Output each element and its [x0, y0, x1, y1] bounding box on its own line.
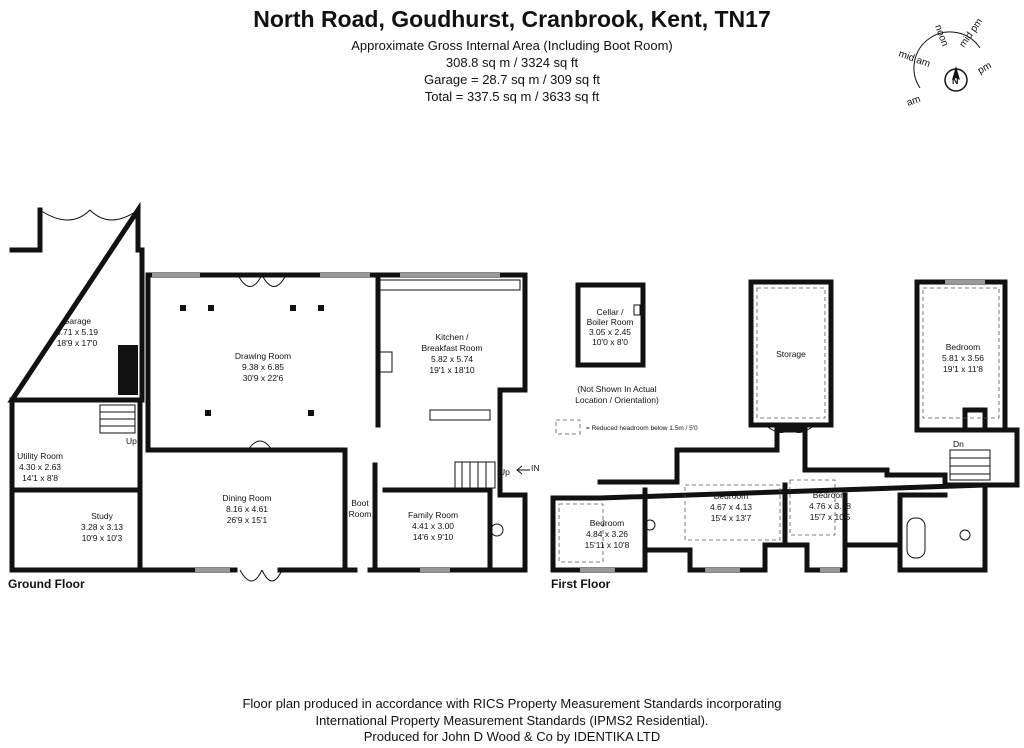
cellar-note-2: Location / Orientation)	[575, 395, 659, 405]
stairs-icon	[99, 404, 496, 489]
bedroom-2-imperial: 15'4 x 13'7	[711, 513, 752, 523]
dining-room-label: Dining Room	[222, 493, 271, 503]
kitchen-island	[429, 409, 491, 421]
compass-am: am	[905, 94, 922, 108]
study-metric: 3.28 x 3.13	[81, 522, 123, 532]
compass-arc	[913, 31, 981, 89]
storage-walls	[748, 279, 834, 428]
bedroom-1-metric: 5.81 x 3.56	[942, 353, 984, 363]
drawing-pillars	[180, 305, 324, 416]
family-room-imperial: 14'6 x 9'10	[413, 532, 454, 542]
garage-imperial: 18'9 x 17'0	[57, 338, 98, 348]
boot-room-label-2: Room	[349, 509, 372, 519]
kitchen-label-2: Breakfast Room	[422, 343, 483, 353]
sun-compass: N mid pm noon mid am pm am	[897, 17, 994, 108]
bedroom-1-walls	[914, 279, 1008, 433]
compass-pm: pm	[976, 60, 994, 76]
garage-metric: 5.71 x 5.19	[56, 327, 98, 337]
bedroom-2-label: Bedroom	[714, 491, 749, 501]
garage-walls	[7, 201, 145, 403]
cellar-label: Cellar /	[597, 307, 625, 317]
bedroom-1-headroom	[922, 287, 1000, 419]
drawing-room-label: Drawing Room	[235, 351, 291, 361]
drawing-french-doors	[237, 274, 287, 287]
bedroom-3-imperial: 15'7 x 10'5	[810, 512, 851, 522]
first-floor-walls	[550, 427, 988, 573]
utility-room-label: Utility Room	[17, 451, 63, 461]
compass-mid-pm: mid pm	[957, 17, 985, 50]
garage-fill	[118, 345, 138, 395]
area-total: Total = 337.5 sq m / 3633 sq ft	[424, 89, 600, 104]
dining-room-imperial: 26'9 x 15'1	[227, 515, 268, 525]
dining-door	[247, 440, 273, 451]
bedroom-2-metric: 4.67 x 4.13	[710, 502, 752, 512]
bedroom-4-label: Bedroom	[590, 518, 625, 528]
plan-title: North Road, Goudhurst, Cranbrook, Kent, …	[253, 6, 771, 32]
bedroom-4-imperial: 15'11 x 10'8	[585, 540, 630, 550]
bedroom-3-metric: 4.76 x 3.18	[809, 501, 851, 511]
stairs-down-label: Dn	[953, 439, 964, 449]
cellar-walls	[575, 282, 646, 368]
north-arrow-icon	[952, 66, 960, 80]
stairs-up-label-2: Up	[499, 467, 510, 477]
drawing-room-metric: 9.38 x 6.85	[242, 362, 284, 372]
storage-headroom	[756, 287, 826, 419]
bedroom-3-headroom	[789, 479, 836, 536]
bedroom-1-imperial: 19'1 x 11'8	[943, 364, 983, 374]
boot-room-label: Boot	[351, 498, 369, 508]
area-garage: Garage = 28.7 sq m / 309 sq ft	[424, 72, 600, 87]
area-main: 308.8 sq m / 3324 sq ft	[445, 55, 579, 70]
kitchen-metric: 5.82 x 5.74	[431, 354, 473, 364]
family-room-label: Family Room	[408, 510, 458, 520]
stairs-down-icon	[949, 449, 991, 481]
main-walls	[137, 272, 528, 573]
first-floor-label: First Floor	[551, 577, 611, 591]
study-label: Study	[91, 511, 113, 521]
kitchen-worktop	[379, 279, 521, 291]
reduced-headroom-key	[555, 419, 581, 435]
dining-room-metric: 8.16 x 4.61	[226, 504, 268, 514]
cellar-imperial: 10'0 x 8'0	[592, 337, 628, 347]
entrance-label: IN	[531, 463, 540, 473]
ground-floor-label: Ground Floor	[8, 577, 85, 591]
utility-room-metric: 4.30 x 2.63	[19, 462, 61, 472]
stairs-up-label: Up	[126, 436, 137, 446]
wc-icon	[959, 529, 971, 541]
cellar-metric: 3.05 x 2.45	[589, 327, 631, 337]
kitchen-label: Kitchen /	[435, 332, 469, 342]
bedroom-1-label: Bedroom	[946, 342, 981, 352]
basin-icon	[644, 519, 656, 531]
area-label: Approximate Gross Internal Area (Includi…	[351, 38, 673, 53]
family-room-metric: 4.41 x 3.00	[412, 521, 454, 531]
cellar-plan: Cellar / Boiler Room 3.05 x 2.45 10'0 x …	[555, 282, 698, 435]
entrance-arrow-icon	[516, 465, 530, 475]
bedroom-4-headroom	[558, 503, 604, 563]
footer-line-2: International Property Measurement Stand…	[315, 713, 709, 728]
drawing-room-imperial: 30'9 x 22'6	[243, 373, 284, 383]
footer-line-1: Floor plan produced in accordance with R…	[242, 696, 782, 711]
boiler-icon	[633, 304, 641, 316]
garage-label: Garage	[63, 316, 92, 326]
reduced-headroom-legend: = Reduced headroom below 1.5m / 5'0	[586, 425, 698, 432]
utility-walls	[9, 397, 143, 573]
cellar-note-1: (Not Shown In Actual	[577, 384, 656, 394]
kitchen-imperial: 19'1 x 18'10	[429, 365, 475, 375]
bath-icon	[906, 517, 926, 559]
bedroom-4-metric: 4.84 x 3.26	[586, 529, 628, 539]
study-imperial: 10'9 x 10'3	[82, 533, 123, 543]
dining-french-doors	[239, 569, 283, 582]
bedroom-2-headroom	[684, 484, 781, 541]
footer-line-3: Produced for John D Wood & Co by IDENTIK…	[363, 729, 661, 744]
wc-icon	[490, 523, 504, 537]
hob-icon	[379, 351, 393, 373]
utility-room-imperial: 14'1 x 8'8	[22, 473, 58, 483]
cellar-label-2: Boiler Room	[587, 317, 634, 327]
storage-label: Storage	[776, 349, 806, 359]
first-floor-plan: Storage Bedroom 5.81 x 3.56 19'1 x 11'8 …	[550, 279, 1020, 573]
bedroom-3-label: Bedroom	[813, 490, 848, 500]
compass-north: N	[952, 76, 959, 86]
garage-doors	[39, 209, 139, 221]
ground-floor-plan: Garage 5.71 x 5.19 18'9 x 17'0 Drawing R…	[7, 201, 540, 582]
